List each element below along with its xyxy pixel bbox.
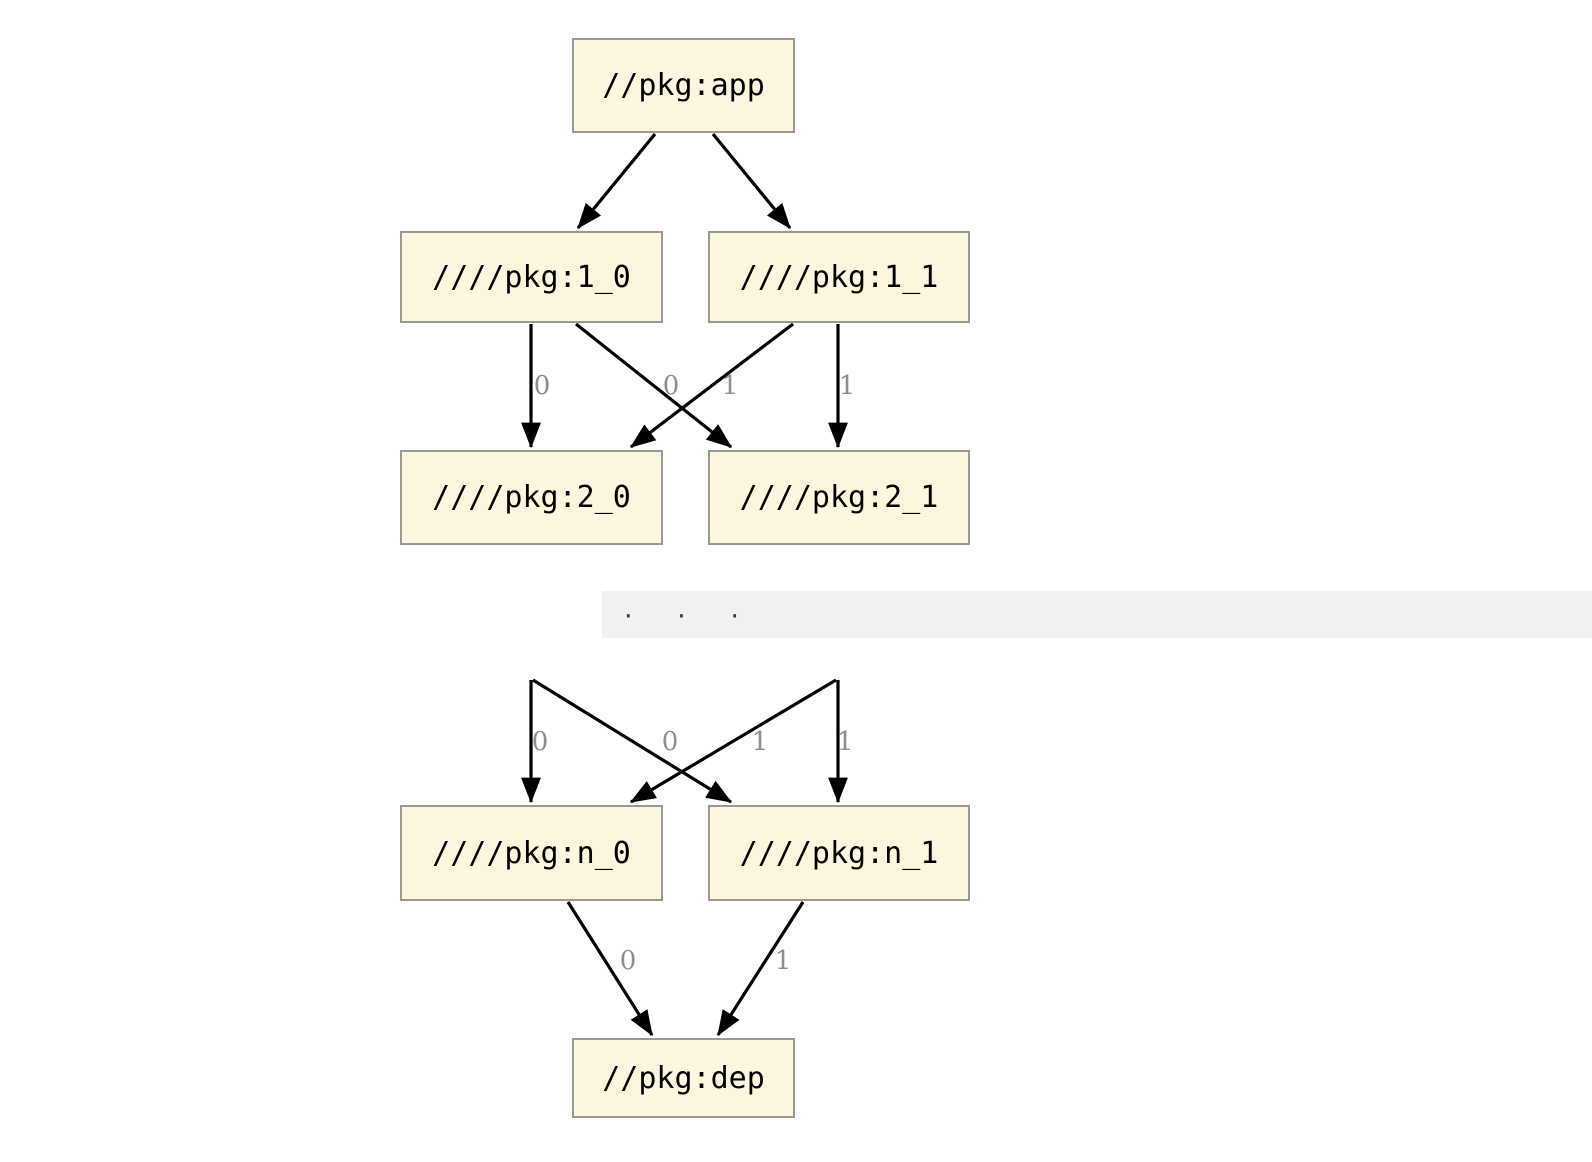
graph-edge-label: 0	[662, 371, 680, 401]
graph-node-ln_0[interactable]: ////pkg:n_0	[400, 805, 663, 901]
graph-node-label: //pkg:app	[602, 68, 765, 103]
graph-node-l2_1[interactable]: ////pkg:2_1	[708, 450, 970, 545]
graph-edge	[716, 901, 805, 1037]
graph-node-app[interactable]: //pkg:app	[572, 38, 795, 133]
graph-node-l1_1[interactable]: ////pkg:1_1	[708, 231, 970, 323]
graph-edge-label: 1	[774, 946, 792, 976]
graph-edge	[629, 678, 837, 804]
graph-edge	[629, 322, 794, 449]
graph-node-label: ////pkg:2_0	[432, 480, 631, 515]
graph-edge	[576, 132, 657, 230]
graph-node-label: ////pkg:1_0	[432, 259, 631, 295]
graph-node-label: ////pkg:n_1	[739, 835, 939, 871]
edges-group	[521, 132, 848, 1037]
elided-levels-band: · · ·	[602, 591, 1592, 638]
graph-edge-label: 1	[721, 371, 739, 401]
graph-node-label: //pkg:dep	[602, 1060, 765, 1096]
graph-edge	[566, 901, 654, 1037]
graph-node-label: ////pkg:1_1	[739, 259, 939, 295]
graph-node-label: ////pkg:2_1	[739, 480, 939, 515]
graph-node-l2_0[interactable]: ////pkg:2_0	[400, 450, 663, 545]
graph-edge	[575, 322, 733, 449]
graph-edge-label: 1	[838, 371, 856, 401]
graph-edge-label: 1	[751, 727, 769, 757]
ellipsis-dots: · · ·	[624, 601, 757, 632]
graph-edge	[532, 678, 733, 804]
graph-node-l1_0[interactable]: ////pkg:1_0	[400, 231, 663, 323]
graph-edge-label: 0	[619, 946, 637, 976]
graph-node-label: ////pkg:n_0	[432, 835, 631, 871]
graph-node-dep[interactable]: //pkg:dep	[572, 1038, 795, 1118]
graph-edge-label: 0	[661, 727, 679, 757]
graph-edge-label: 0	[531, 727, 549, 757]
graph-node-ln_1[interactable]: ////pkg:n_1	[708, 805, 970, 901]
graph-edge	[711, 132, 792, 230]
graph-edge-label: 0	[533, 371, 551, 401]
graph-edge-label: 1	[836, 727, 854, 757]
